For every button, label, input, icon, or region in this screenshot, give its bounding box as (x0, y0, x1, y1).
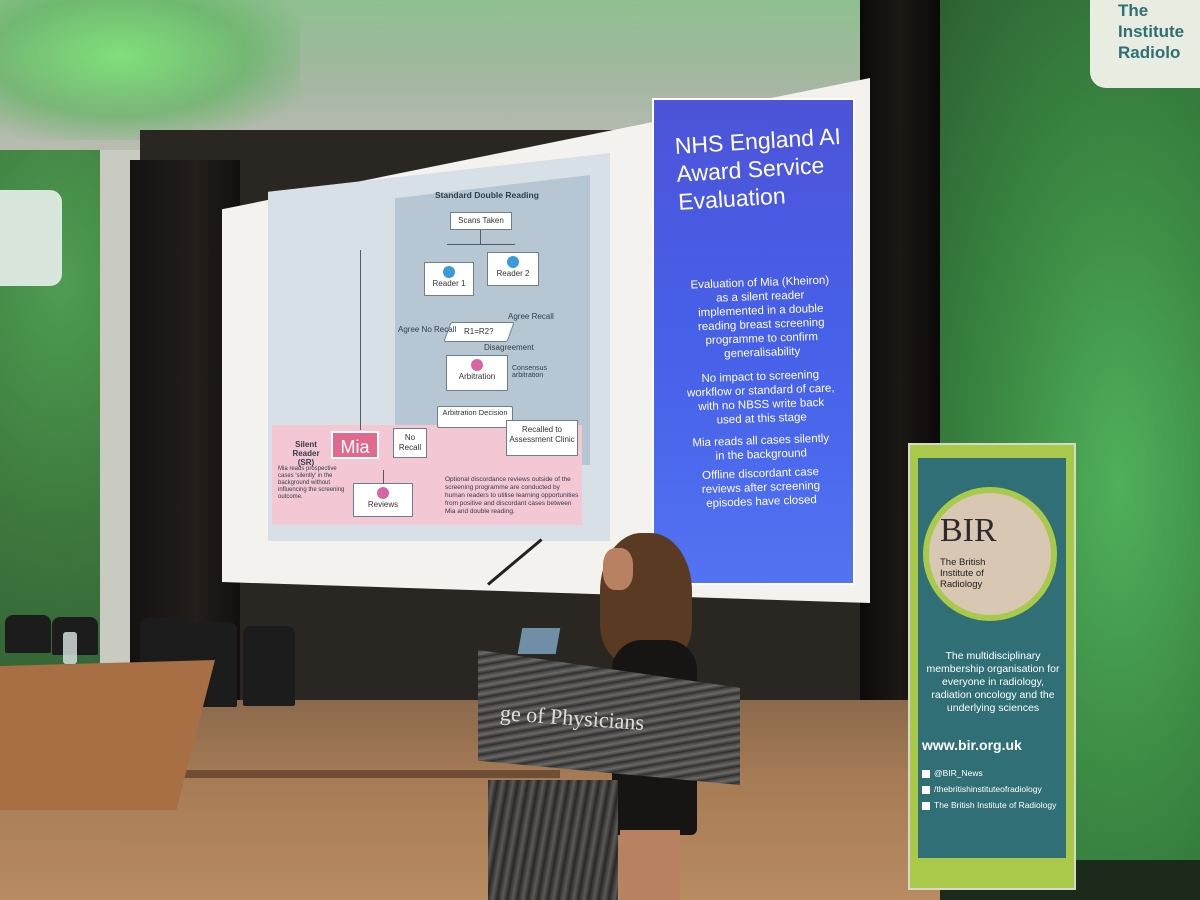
arbitration-label: Arbitration (458, 372, 496, 381)
consensus-label: Consensus arbitration (512, 365, 548, 379)
reader-1-label: Reader 1 (432, 279, 466, 288)
twitter-icon (922, 769, 930, 778)
recalled-node: Recalled to Assessment Clinic (506, 420, 578, 456)
curtain-left (130, 160, 240, 700)
decision-label: R1=R2? (464, 327, 494, 336)
agree-recall-label: Agree Recall (508, 312, 554, 321)
scans-taken-node: Scans Taken (450, 212, 512, 230)
presenter-legs (620, 830, 680, 900)
twitter-line: @BIR_News (922, 768, 983, 778)
chair (5, 615, 51, 653)
banner-description: The multidisciplinary membership organis… (926, 650, 1060, 714)
linkedin-line: The British Institute of Radiology (922, 800, 1056, 810)
linkedin-icon (922, 801, 930, 810)
chair (140, 618, 188, 663)
mia-logo: Mia (331, 431, 379, 459)
chair (243, 626, 295, 706)
connector (383, 470, 384, 484)
facebook-icon (922, 785, 930, 794)
laptop (517, 628, 561, 654)
slide-bullet: Mia reads all cases silently in the back… (692, 432, 830, 463)
no-recall-node: No Recall (393, 428, 427, 458)
reader-2-label: Reader 2 (496, 269, 530, 278)
person-icon (443, 266, 455, 278)
connector (447, 244, 515, 245)
reviews-node: Reviews (353, 483, 413, 517)
flowchart-heading: Standard Double Reading (435, 190, 539, 200)
person-icon (471, 359, 483, 371)
silent-reader-label: Silent Reader (SR) (292, 440, 320, 467)
slide-title-panel (652, 98, 855, 585)
slide-bullet: Evaluation of Mia (Kheiron) as a silent … (690, 274, 830, 361)
bir-org-name: The British Institute of Radiology (940, 557, 986, 590)
disagreement-label: Disagreement (484, 343, 534, 352)
reader-2-node: Reader 2 (487, 252, 539, 286)
bir-logo-text: BIR (940, 512, 997, 549)
corner-sign-text: The Institute Radiolo (1118, 1, 1185, 62)
person-icon (377, 487, 389, 499)
reviews-note: Optional discordance reviews outside of … (445, 476, 579, 515)
lectern-post (488, 780, 618, 900)
reviews-label: Reviews (367, 500, 399, 509)
ceiling-green-glow (0, 0, 300, 140)
mia-note: Mia reads prospective cases 'silently' i… (278, 466, 345, 500)
stage-edge (0, 770, 560, 778)
reader-1-node: Reader 1 (424, 262, 474, 296)
twitter-handle: @BIR_News (934, 768, 983, 778)
wall-sign-left (0, 190, 62, 286)
connector (480, 230, 481, 244)
agree-no-recall-label: Agree No Recall (398, 325, 457, 334)
linkedin-handle: The British Institute of Radiology (934, 800, 1057, 810)
banner-url: www.bir.org.uk (922, 737, 1022, 753)
arbitration-decision-node: Arbitration Decision (437, 406, 513, 428)
bir-logo-circle (923, 487, 1057, 621)
slide-bullet: No impact to screening workflow or stand… (686, 368, 835, 427)
slide-bullet: Offline discordant case reviews after sc… (701, 465, 821, 510)
water-bottle (63, 632, 77, 664)
presenter-face (603, 548, 633, 590)
facebook-line: /thebritishinstituteofradiology (922, 784, 1042, 794)
arbitration-node: Arbitration (446, 355, 508, 391)
table (0, 660, 215, 810)
facebook-handle: /thebritishinstituteofradiology (934, 784, 1042, 794)
slide-title: NHS England AI Award Service Evaluation (674, 122, 842, 215)
person-icon (507, 256, 519, 268)
connector (360, 250, 361, 430)
corner-sign (1090, 0, 1200, 88)
